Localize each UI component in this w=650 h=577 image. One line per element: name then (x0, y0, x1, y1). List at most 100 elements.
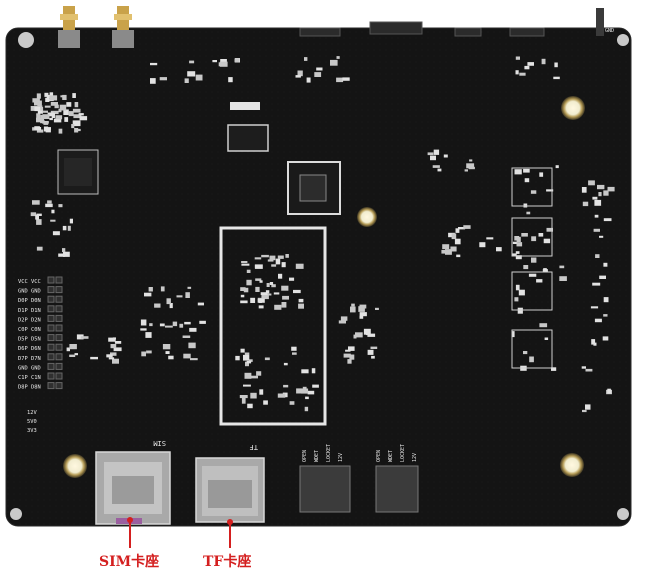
smd-component (146, 350, 152, 354)
smd-component (302, 386, 307, 390)
smd-component (330, 59, 338, 66)
smd-component (277, 255, 284, 259)
smd-component (301, 369, 309, 374)
smd-component (245, 361, 249, 367)
smd-component (511, 331, 515, 338)
header-pin (55, 343, 63, 351)
smd-component (515, 70, 519, 75)
smd-component (358, 306, 365, 312)
smd-component (516, 242, 523, 247)
smd-component (44, 105, 51, 108)
smd-component (274, 304, 282, 310)
smd-component (58, 204, 63, 208)
smd-component (515, 56, 520, 60)
smd-component (51, 209, 55, 214)
header-pin (47, 353, 55, 361)
smd-component (114, 341, 122, 344)
pin-label: D8P D8N (18, 385, 41, 391)
connector-block (511, 329, 553, 369)
smd-component (594, 318, 602, 323)
smd-component (593, 342, 597, 346)
header-pin (55, 362, 63, 370)
smd-component (343, 353, 351, 358)
smd-component (42, 110, 48, 113)
smd-component (62, 94, 67, 100)
smd-component (50, 219, 56, 222)
smd-component (359, 312, 367, 317)
smd-component (269, 255, 276, 261)
smd-component (36, 213, 42, 216)
smd-component (311, 368, 316, 374)
smd-component (458, 227, 466, 230)
smd-component (264, 357, 270, 361)
smd-component (528, 273, 537, 277)
header-pin (55, 324, 63, 332)
smd-component (307, 390, 315, 395)
pin-label: D1P D1N (18, 308, 41, 314)
smd-component (304, 406, 309, 412)
smd-component (71, 124, 75, 129)
smd-component (306, 77, 311, 83)
smd-component (79, 116, 88, 121)
antenna-connector-right (112, 6, 134, 48)
smd-component (295, 75, 301, 78)
smd-component (50, 110, 59, 115)
pin-label: D5P D5N (18, 337, 41, 343)
smd-component (514, 236, 520, 241)
smd-component (451, 233, 457, 240)
smd-component (250, 375, 258, 379)
smd-component (44, 92, 49, 97)
bottom-header-b (375, 465, 419, 513)
pin-label: D7P D7N (18, 356, 41, 362)
smd-component (240, 300, 248, 304)
smd-component (312, 384, 319, 388)
header-pin (47, 334, 55, 342)
top-switch (596, 8, 604, 36)
header-pin (47, 324, 55, 332)
smd-component (585, 404, 591, 410)
smd-component (336, 56, 340, 59)
smd-component (517, 307, 523, 314)
connector-label: OPEN (376, 450, 382, 462)
power-label: 5V0 (27, 419, 37, 425)
smd-component (524, 65, 530, 70)
smd-component (243, 384, 251, 387)
tf-card-slot (195, 457, 265, 523)
smd-component (603, 190, 609, 196)
mount-hole-upper-right (561, 96, 585, 120)
smd-component (442, 244, 450, 250)
smd-component (190, 358, 198, 361)
smd-component (539, 172, 544, 177)
smd-component (172, 321, 178, 327)
smd-component (581, 187, 587, 193)
smd-component (243, 287, 249, 293)
smd-component (345, 349, 351, 352)
smd-component (456, 254, 461, 258)
header-pin (47, 372, 55, 380)
smd-component (512, 241, 518, 244)
connector-label: OPEN (302, 450, 308, 462)
smd-component (298, 298, 304, 303)
smd-component (45, 127, 51, 133)
smd-component (47, 200, 52, 204)
smd-component (281, 285, 289, 291)
mount-hole-lower-left (63, 454, 87, 478)
smd-component (371, 355, 375, 359)
mount-hole-bottom-right (617, 508, 629, 520)
smd-component (285, 254, 289, 258)
smd-component (50, 102, 58, 106)
smd-component (263, 400, 268, 405)
smd-component (544, 337, 549, 340)
smd-component (523, 351, 528, 355)
smd-component (182, 335, 191, 338)
smd-component (110, 344, 117, 349)
smd-component (515, 251, 520, 254)
smd-component (523, 168, 530, 173)
smd-component (261, 254, 269, 258)
smd-component (74, 102, 79, 108)
smd-component (160, 286, 165, 292)
gnd-silk-text: GND (605, 28, 614, 34)
smd-component (433, 149, 440, 155)
sim-card-slot (95, 451, 171, 525)
